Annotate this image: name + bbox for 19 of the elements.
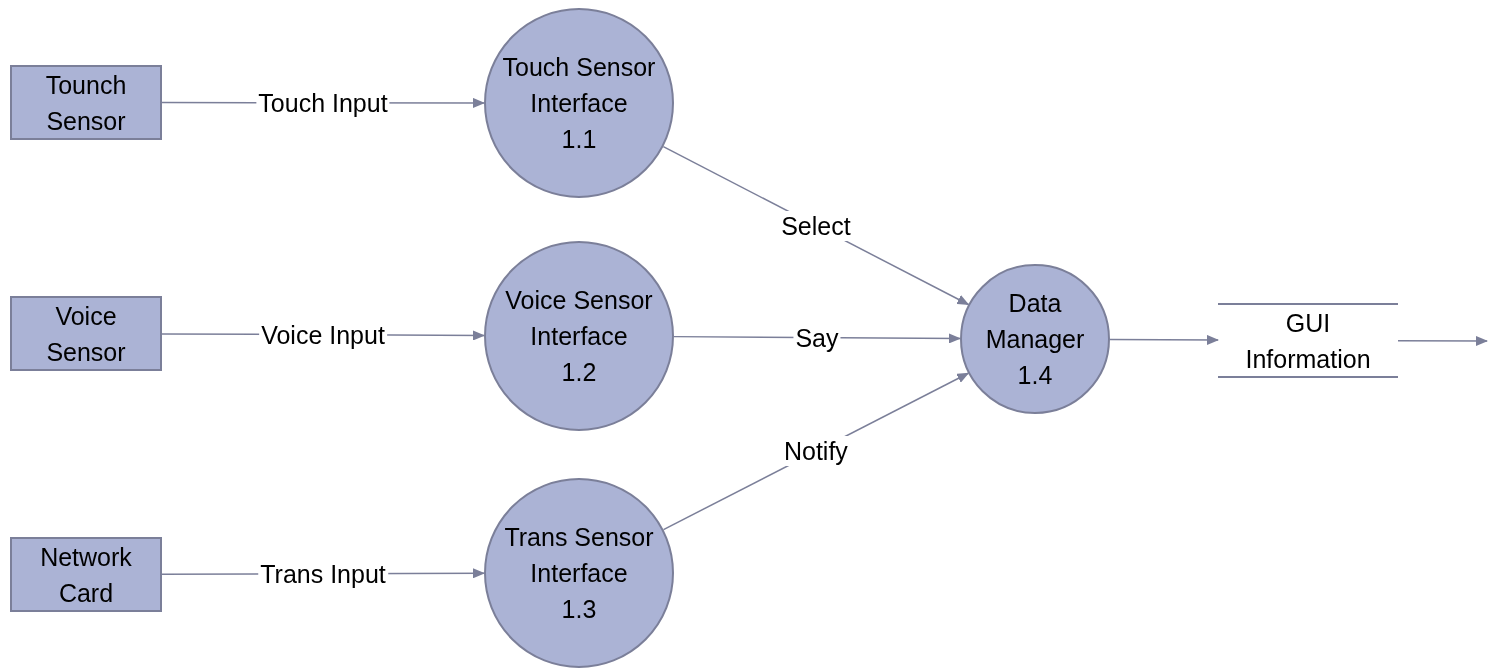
node-label: Touch Sensor Interface bbox=[501, 52, 657, 119]
arrow bbox=[1109, 334, 1219, 345]
node-label: Voice Sensor Interface bbox=[504, 285, 654, 352]
edge-label: Select bbox=[779, 210, 853, 241]
entity-box bbox=[10, 65, 162, 140]
process-number: 1.4 bbox=[1017, 360, 1053, 391]
entity-box bbox=[10, 537, 162, 612]
process-number: 1.2 bbox=[561, 357, 597, 388]
node-label: Data Manager bbox=[984, 288, 1086, 355]
process-number: 1.1 bbox=[561, 124, 597, 155]
process-number: 1.3 bbox=[561, 594, 597, 625]
data-store bbox=[1218, 303, 1398, 378]
node-label: Trans Sensor Interface bbox=[503, 522, 655, 589]
node-label: Voice Sensor bbox=[45, 300, 127, 368]
node-label: Tounch Sensor bbox=[44, 69, 128, 137]
node-label: GUI Information bbox=[1244, 307, 1372, 375]
arrow bbox=[1397, 335, 1488, 346]
node-label: Network Card bbox=[39, 541, 133, 609]
entity-box bbox=[10, 296, 162, 371]
